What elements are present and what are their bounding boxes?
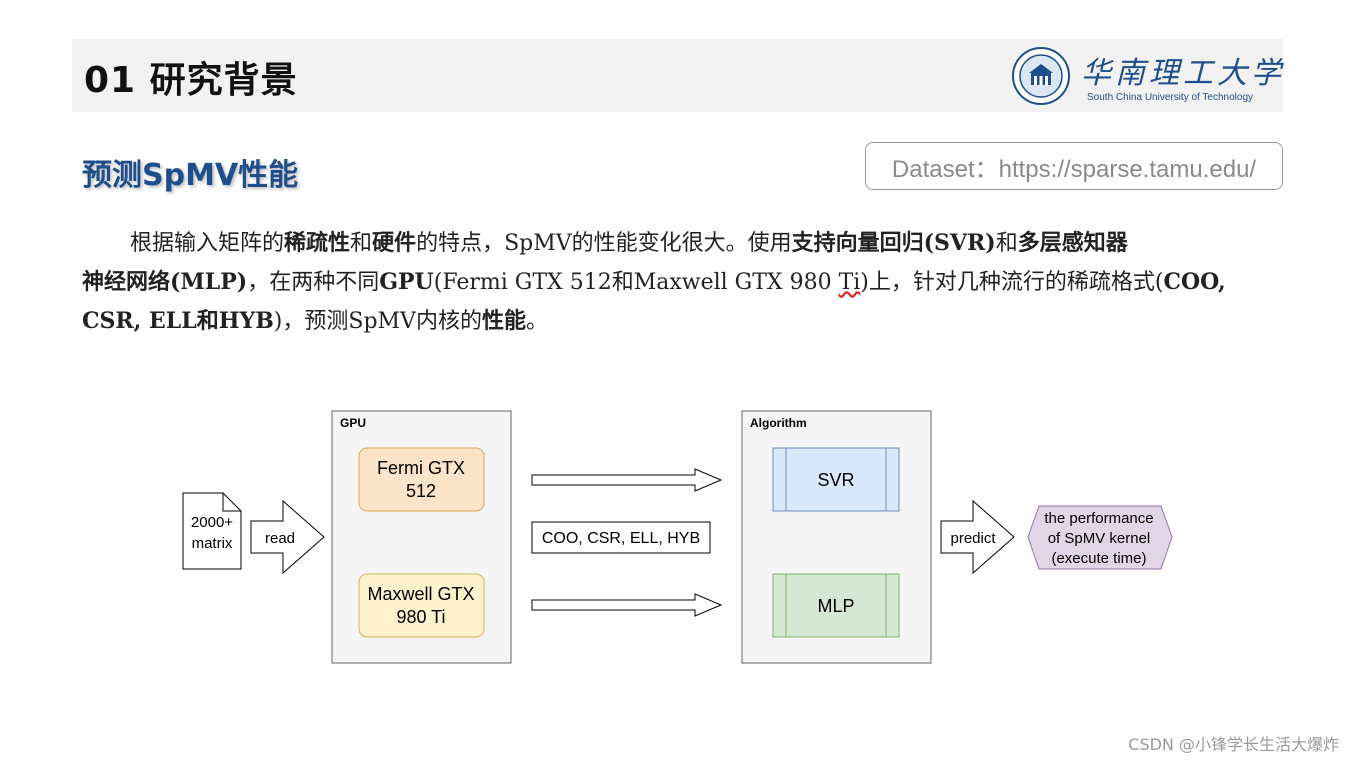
formats-label: COO, CSR, ELL, HYB	[542, 530, 700, 547]
gpu-group: GPU Fermi GTX 512 Maxwell GTX 980 Ti	[331, 410, 512, 664]
bold-run: COO,	[1163, 269, 1226, 295]
gpu-maxwell-label-line-2: 980 Ti	[396, 607, 445, 627]
text-run: 和	[350, 231, 373, 256]
dataset-link-text: Dataset：https://sparse.tamu.edu/	[891, 155, 1257, 183]
input-label-line-2: matrix	[192, 535, 233, 552]
output-performance-hexagon: the performance of SpMV kernel (execute …	[1027, 505, 1173, 570]
gpu-maxwell-box	[358, 573, 485, 638]
mlp-process-box: MLP	[772, 573, 900, 638]
bold-run: 支持向量回归(SVR)	[791, 230, 996, 256]
svr-process-box: SVR	[772, 447, 900, 512]
text-run: ，在两种不同	[247, 270, 380, 295]
text-run: 和	[995, 231, 1018, 256]
text-run: 。	[525, 309, 548, 334]
header-bar: 01 研究背景 华南理工大学 South China University of…	[72, 39, 1283, 112]
body-paragraph: 根据输入矩阵的稀疏性和硬件的特点，SpMV的性能变化很大。使用支持向量回归(SV…	[82, 224, 1282, 341]
text-run: 根据输入矩阵的	[130, 231, 285, 256]
input-matrix-document: 2000+ matrix	[182, 492, 242, 570]
gpu-group-label: GPU	[340, 416, 366, 430]
spellcheck-run: Ti	[838, 270, 861, 295]
dataset-box: Dataset：https://sparse.tamu.edu/	[865, 142, 1283, 190]
text-run: (Fermi GTX 512和Maxwell GTX 980	[433, 270, 839, 295]
gpu-fermi-label-line-2: 512	[406, 481, 436, 501]
text-run: 的特点，SpMV的性能变化很大。使用	[416, 231, 792, 256]
gpu-fermi-box	[358, 447, 485, 512]
read-arrow: read	[250, 499, 325, 575]
bottom-flow-arrow	[531, 593, 723, 617]
slide-title: 01 研究背景	[84, 60, 298, 101]
bold-run: 性能	[481, 308, 526, 334]
csdn-watermark: CSDN @小锋学长生活大爆炸	[1128, 735, 1339, 754]
top-flow-arrow	[531, 468, 723, 492]
svr-label: SVR	[817, 470, 854, 490]
mlp-label: MLP	[817, 596, 854, 616]
university-logo: 华南理工大学 South China University of Technol…	[1011, 44, 1281, 108]
bold-run: 硬件	[372, 230, 417, 256]
formats-label-box: COO, CSR, ELL, HYB	[531, 521, 711, 554]
bold-run: GPU	[379, 269, 434, 295]
predict-arrow-label: predict	[950, 530, 996, 547]
text-run: )上，针对几种流行的稀疏格式(	[860, 270, 1164, 295]
logo-english-name: South China University of Technology	[1087, 92, 1254, 103]
bold-run: 多层感知器	[1017, 230, 1128, 256]
text-run: )，预测SpMV内核的	[273, 309, 482, 334]
bold-run: 稀疏性	[284, 230, 351, 256]
bold-run: CSR, ELL和HYB	[82, 308, 274, 334]
output-label-line-2: of SpMV kernel	[1048, 530, 1151, 547]
algorithm-group: Algorithm SVR MLP	[741, 410, 932, 664]
section-subtitle: 预测SpMV性能	[82, 158, 299, 193]
university-seal-icon	[1012, 47, 1070, 105]
output-label-line-1: the performance	[1044, 510, 1153, 527]
body-line-1: 根据输入矩阵的稀疏性和硬件的特点，SpMV的性能变化很大。使用支持向量回归(SV…	[82, 224, 1282, 263]
gpu-fermi-label-line-1: Fermi GTX	[377, 458, 465, 478]
bold-run: 神经网络(MLP)	[82, 269, 248, 295]
logo-chinese-name: 华南理工大学	[1081, 56, 1285, 91]
output-label-line-3: (execute time)	[1051, 550, 1146, 567]
body-line-2: 神经网络(MLP)，在两种不同GPU(Fermi GTX 512和Maxwell…	[82, 263, 1282, 302]
body-line-3: CSR, ELL和HYB)，预测SpMV内核的性能。	[82, 302, 1282, 341]
predict-arrow: predict	[940, 499, 1015, 575]
algorithm-group-label: Algorithm	[750, 416, 807, 430]
read-arrow-label: read	[265, 530, 295, 547]
input-label-line-1: 2000+	[191, 514, 233, 531]
gpu-maxwell-label-line-1: Maxwell GTX	[367, 584, 474, 604]
